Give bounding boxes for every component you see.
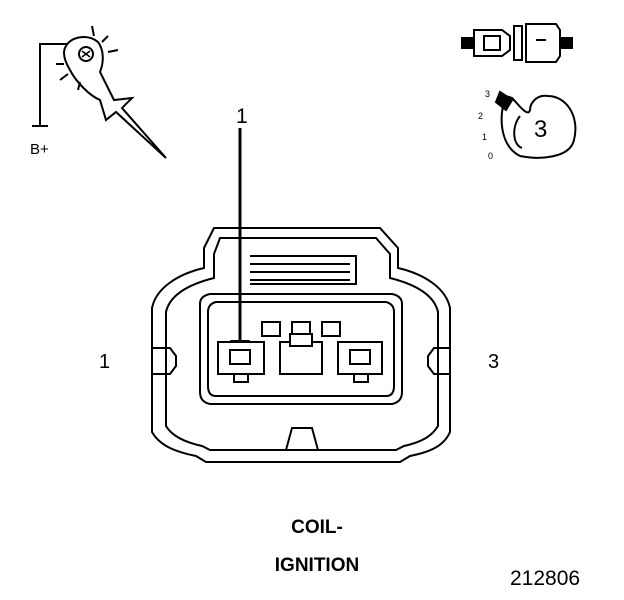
key-scale-2: 2 [478, 111, 484, 121]
caption-line-1: COIL- [291, 517, 343, 538]
connector-plug-icon [461, 23, 573, 63]
connector-housing [151, 227, 451, 463]
connector-cavities [217, 321, 383, 383]
caption-line-2: IGNITION [274, 555, 360, 576]
key-scale-3: 3 [485, 89, 491, 99]
key-tool-icon [494, 90, 577, 159]
terminal-callout-number: 1 [236, 105, 248, 128]
test-probe-icon [32, 25, 167, 159]
key-number: 3 [534, 116, 548, 143]
terminal-callout-arrow [230, 128, 250, 358]
key-scale-0: 0 [488, 151, 494, 161]
probe-b-plus-label: B+ [30, 141, 49, 158]
figure-id: 212806 [510, 567, 581, 590]
pin-1-label: 1 [99, 351, 111, 373]
pin-3-label: 3 [488, 351, 500, 373]
key-scale-1: 1 [482, 132, 488, 142]
